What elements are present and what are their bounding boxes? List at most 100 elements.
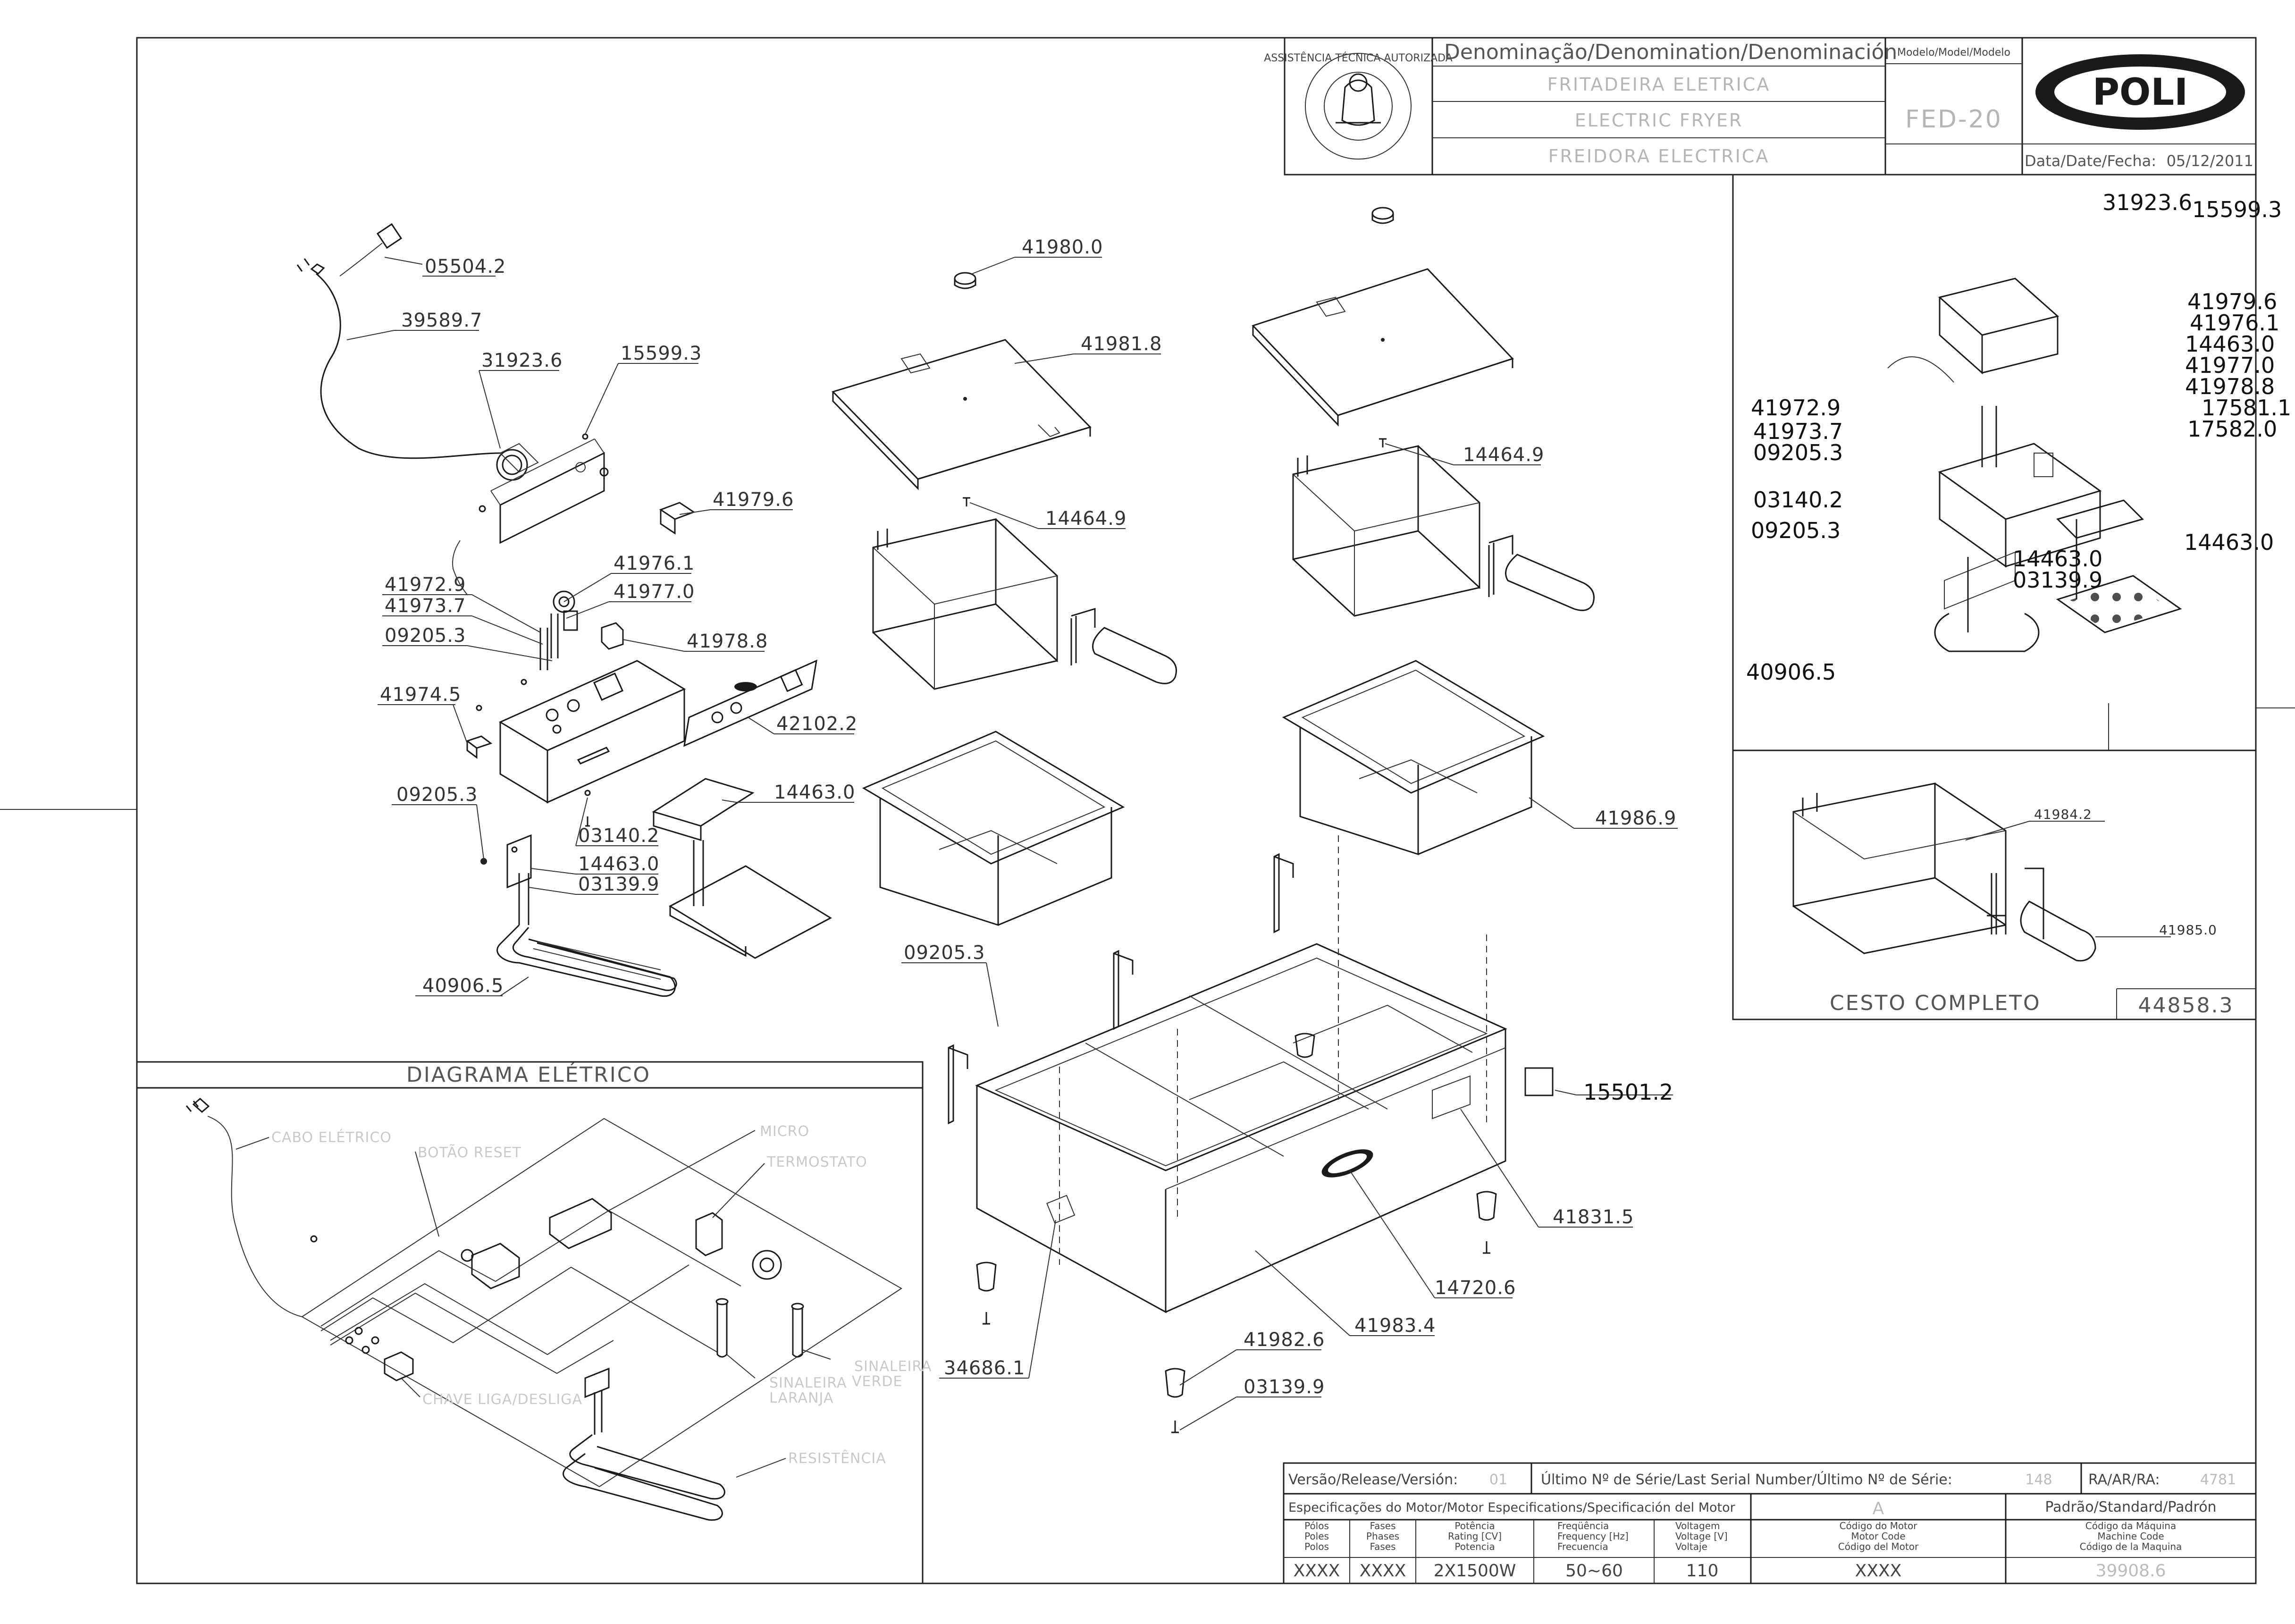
- spec-column: Código da Máquina Machine Code Código de…: [2080, 1520, 2182, 1581]
- inset-code-right: 41978.8: [2185, 374, 2275, 399]
- part-label: 03139.9: [1244, 1376, 1325, 1398]
- wiring-label-lamp-orange-2: LARANJA: [769, 1390, 833, 1406]
- part-label: 09205.3: [385, 625, 466, 647]
- part-label: 15599.3: [621, 343, 702, 364]
- wiring-labels: CABO ELÉTRICO BOTÃO RESET MICRO TERMOSTA…: [235, 1123, 932, 1478]
- part-label: 41979.6: [713, 489, 794, 511]
- part-label: 34686.1: [944, 1357, 1025, 1379]
- ra-label: RA/AR/RA:: [2088, 1472, 2160, 1488]
- fryer-main-drawing: [832, 207, 1595, 1433]
- product-name-es: FREIDORA ELECTRICA: [1548, 146, 1770, 167]
- basket-complete-title: CESTO COMPLETO: [1830, 991, 2041, 1015]
- date-value: 05/12/2011: [2167, 152, 2253, 170]
- title-block: [1283, 1462, 2257, 1584]
- spec-col-value: XXXX: [1360, 1561, 1406, 1581]
- product-name-pt: FRITADEIRA ELETRICA: [1547, 74, 1771, 95]
- part-label: 40906.5: [422, 975, 504, 997]
- wiring-label-resistance: RESISTÊNCIA: [788, 1450, 886, 1467]
- spec-col-header: Potencia: [1454, 1541, 1495, 1552]
- spec-col-header: Código do Motor: [1840, 1520, 1918, 1531]
- spec-col-value: XXXX: [1294, 1561, 1340, 1581]
- part-label: 39589.7: [401, 310, 482, 331]
- inset-code-right: 14463.0: [2185, 331, 2275, 357]
- inset-code-right: 17582.0: [2187, 416, 2277, 442]
- inset-code-right: 41979.6: [2187, 289, 2277, 314]
- inset-code-mid-a: 14463.0: [2013, 546, 2102, 572]
- inset-assembly-drawing: [1887, 278, 2182, 652]
- part-label: 41974.5: [380, 684, 461, 706]
- ra-value: 4781: [2200, 1472, 2236, 1488]
- basket-part-code: 41984.2: [2034, 807, 2092, 822]
- part-label: 41980.0: [1022, 236, 1103, 258]
- wiring-diagram-panel: DIAGRAMA ELÉTRICO: [136, 1061, 924, 1584]
- part-label: 14464.9: [1045, 508, 1126, 530]
- spec-col-header: Freqüência: [1557, 1520, 1609, 1531]
- spec-column: Voltagem Voltage [V] Voltaje 110: [1675, 1520, 1728, 1581]
- part-label: 41972.9: [385, 574, 466, 596]
- spec-col-header: Voltage [V]: [1675, 1531, 1728, 1542]
- spec-col-header: Voltagem: [1675, 1520, 1720, 1531]
- inset-code-left: 09205.3: [1751, 518, 1841, 543]
- spec-col-header: Polos: [1304, 1541, 1329, 1552]
- wiring-label-lamp-green-2: VERDE: [852, 1373, 902, 1390]
- inset-panel-frame: [1732, 174, 2257, 1020]
- part-label: 14464.9: [1463, 444, 1544, 466]
- spec-column: Pólos Poles Polos XXXX: [1294, 1520, 1340, 1581]
- part-label: 41976.1: [614, 553, 695, 574]
- version-label: Versão/Release/Versión:: [1288, 1472, 1458, 1488]
- authorized-service-seal: ASSISTÊNCIA TÉCNICA AUTORIZADA: [1264, 52, 1453, 160]
- spec-col-header: Potência: [1454, 1520, 1495, 1531]
- part-label: 41977.0: [614, 581, 695, 603]
- inset-code-right: 41976.1: [2190, 310, 2279, 336]
- spec-col-header: Frequency [Hz]: [1557, 1531, 1629, 1542]
- header-block: ASSISTÊNCIA TÉCNICA AUTORIZADA Denominaç…: [1264, 37, 2257, 176]
- brand-name: POLI: [2093, 71, 2188, 114]
- inset-code-left: 41973.7: [1753, 419, 1843, 444]
- motor-spec-value: A: [1873, 1499, 1884, 1518]
- spec-column: Fases Phases Fases XXXX: [1360, 1520, 1406, 1581]
- inset-code-left: 09205.3: [1753, 440, 1843, 465]
- spec-col-value: 2X1500W: [1434, 1561, 1516, 1581]
- part-label: 41986.9: [1595, 808, 1676, 829]
- part-label: 15501.2: [1583, 1079, 1673, 1105]
- part-label: 31923.6: [481, 350, 563, 371]
- spec-col-header: Código de la Maquina: [2080, 1541, 2182, 1552]
- product-name-en: ELECTRIC FRYER: [1575, 110, 1743, 131]
- wiring-label-cable: CABO ELÉTRICO: [271, 1129, 392, 1146]
- part-label: 09205.3: [396, 784, 478, 806]
- handle-part-code: 41985.0: [2159, 922, 2217, 938]
- part-callouts: [346, 257, 1678, 1430]
- date-label: Data/Date/Fecha:: [2025, 152, 2156, 170]
- inset-code-top-b: 15599.3: [2192, 197, 2282, 222]
- serial-value: 148: [2025, 1472, 2052, 1488]
- spec-col-header: Código del Motor: [1838, 1541, 1919, 1552]
- spec-col-header: Motor Code: [1851, 1531, 1905, 1542]
- standard-label: Padrão/Standard/Padrón: [2045, 1499, 2216, 1515]
- part-label: 09205.3: [904, 942, 985, 964]
- spec-col-header: Pólos: [1304, 1520, 1329, 1531]
- spec-col-header: Machine Code: [2097, 1531, 2164, 1542]
- part-label: 41982.6: [1244, 1329, 1325, 1351]
- control-components-drawing: [296, 223, 832, 997]
- part-label: 14463.0: [578, 853, 659, 875]
- part-label: 05504.2: [425, 256, 506, 278]
- inset-code-left: 40906.5: [1746, 659, 1836, 685]
- spec-col-value: 50~60: [1565, 1561, 1623, 1581]
- part-label: 42102.2: [776, 713, 857, 735]
- basket-complete-code: 44858.3: [2138, 993, 2234, 1018]
- part-label: 14463.0: [774, 782, 855, 803]
- part-label: 03140.2: [578, 825, 659, 847]
- wiring-label-switch: CHAVE LIGA/DESLIGA: [422, 1391, 582, 1408]
- poli-logo: POLI: [2035, 54, 2245, 130]
- part-labels: 05504.2 39589.7 31923.6 15599.3 41979.6 …: [380, 236, 1676, 1398]
- inset-code-mid-c: 14463.0: [2184, 530, 2274, 555]
- spec-column: Freqüência Frequency [Hz] Frecuencia 50~…: [1557, 1520, 1629, 1581]
- basket-complete-drawing: [1792, 783, 2096, 962]
- spec-col-value: 110: [1686, 1561, 1719, 1581]
- wiring-label-reset: BOTÃO RESET: [418, 1144, 521, 1161]
- spec-col-value: XXXX: [1855, 1561, 1902, 1581]
- spec-col-header: Frecuencia: [1557, 1541, 1608, 1552]
- spec-col-header: Rating [CV]: [1448, 1531, 1502, 1542]
- spec-column: Código do Motor Motor Code Código del Mo…: [1838, 1520, 1919, 1581]
